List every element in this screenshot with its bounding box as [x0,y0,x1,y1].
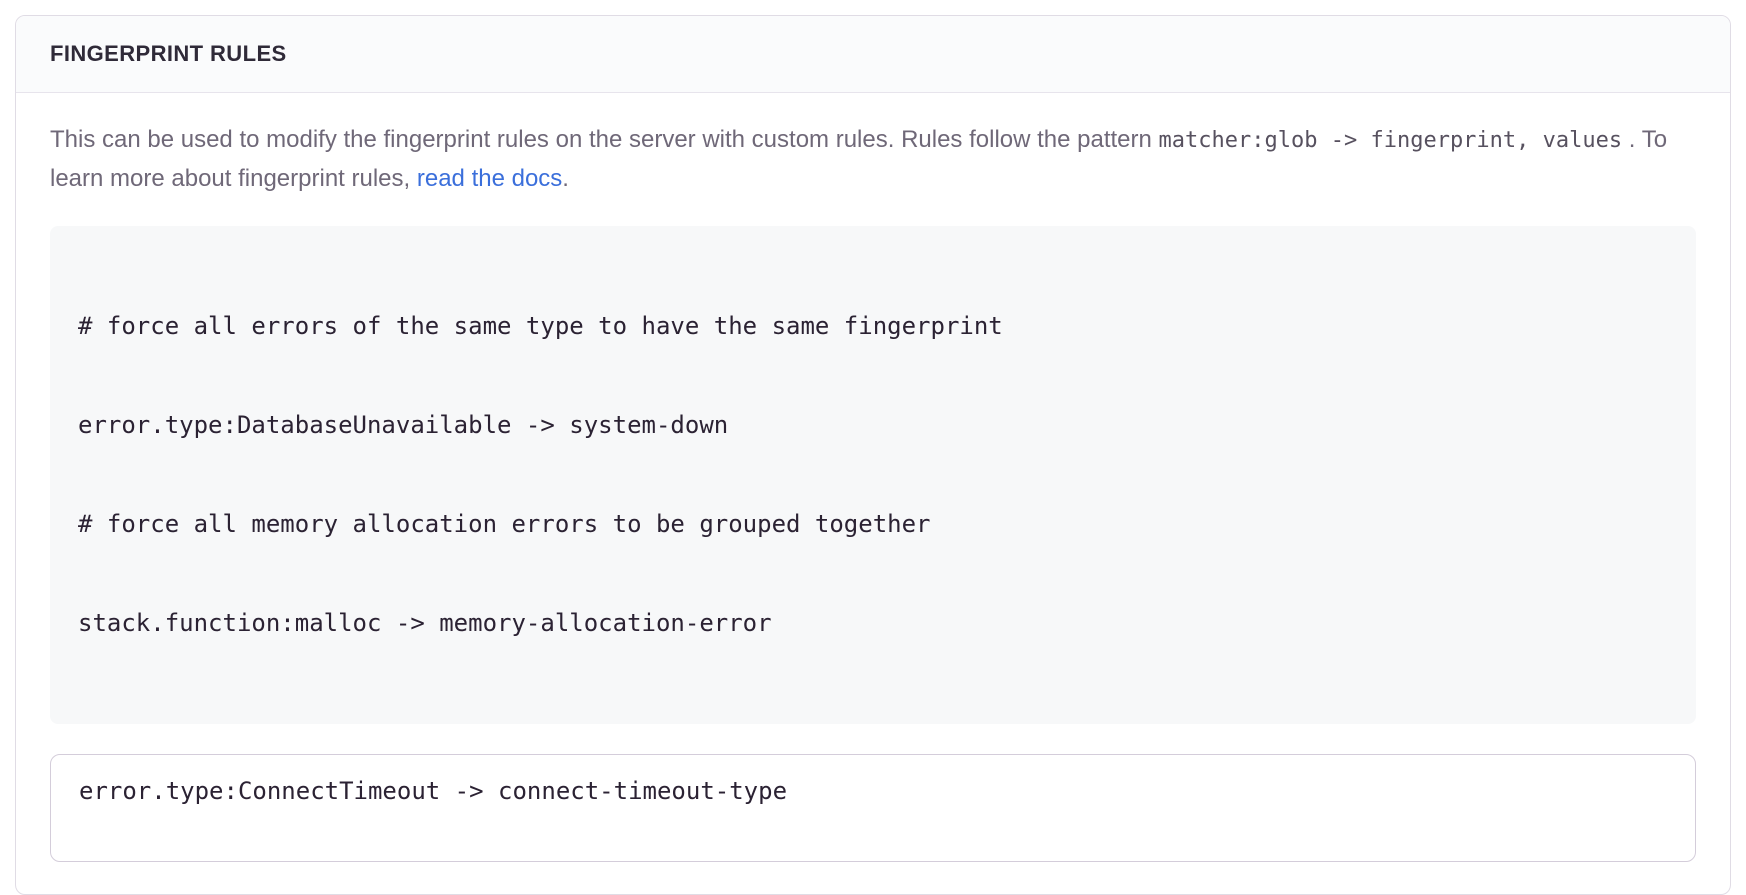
description-part3: . [562,165,569,192]
read-the-docs-link[interactable]: read the docs [416,165,563,192]
code-example-line: stack.function:malloc -> memory-allocati… [78,609,772,637]
pattern-inline-code: matcher:glob -> fingerprint, values [1158,128,1623,153]
description-text: This can be used to modify the fingerpri… [50,121,1696,198]
description-part1: This can be used to modify the fingerpri… [50,126,1159,153]
code-example-line: error.type:DatabaseUnavailable -> system… [78,411,729,439]
panel-title: FINGERPRINT RULES [50,41,287,66]
fingerprint-rules-textarea[interactable]: error.type:ConnectTimeout -> connect-tim… [50,754,1696,862]
code-example-line: # force all errors of the same type to h… [78,312,1003,340]
panel-header: FINGERPRINT RULES [16,16,1730,93]
code-example-block: # force all errors of the same type to h… [50,226,1696,724]
panel-body: This can be used to modify the fingerpri… [16,93,1730,894]
fingerprint-rules-panel: FINGERPRINT RULES This can be used to mo… [15,15,1731,895]
description-part2: . To learn more about fingerprint rules, [50,126,1668,192]
code-example-line: # force all memory allocation errors to … [78,510,931,538]
